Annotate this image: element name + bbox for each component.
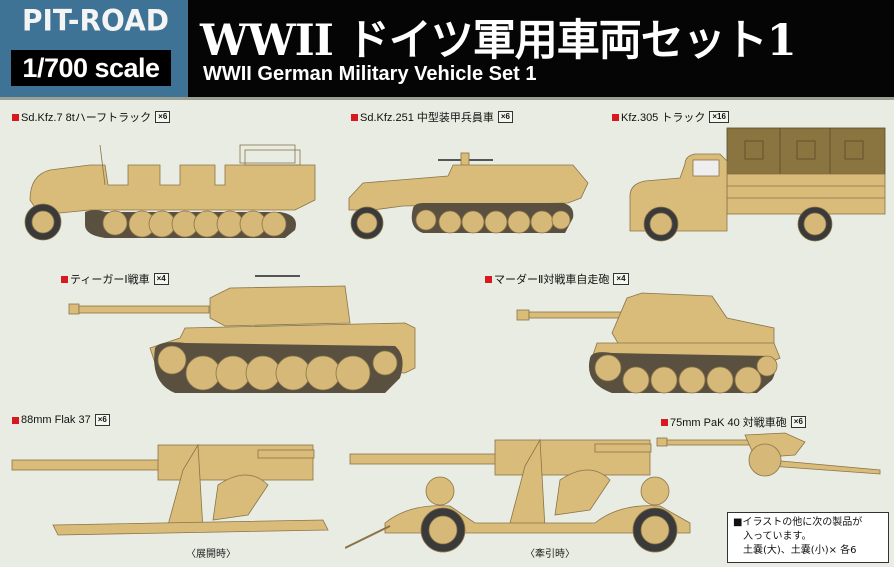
- caption-towed: 〈牽引時〉: [525, 549, 575, 560]
- marder-illustration: [516, 292, 781, 394]
- quantity-badge: ×16: [709, 111, 729, 123]
- brand-logo: PIT-ROAD: [21, 3, 170, 38]
- quantity-badge: ×4: [613, 273, 629, 285]
- vehicle-name: 88mm Flak 37: [21, 414, 91, 426]
- bullet-icon: [351, 113, 358, 121]
- flak37-deployed-illustration: [11, 443, 329, 536]
- quantity-badge: ×6: [94, 414, 110, 426]
- tiger-illustration: [68, 275, 416, 393]
- label-sdkfz251: Sd.Kfz.251 中型装甲兵員車 ×6: [351, 109, 513, 125]
- flak37-towed-illustration: [345, 438, 691, 553]
- bullet-icon: [12, 416, 19, 424]
- vehicle-name: マーダーⅡ対戦車自走砲: [494, 274, 610, 286]
- bullet-icon: [612, 113, 619, 121]
- label-marder: マーダーⅡ対戦車自走砲 ×4: [485, 271, 629, 287]
- label-pak40: 75mm PaK 40 対戦車砲 ×6: [661, 414, 806, 430]
- quantity-badge: ×6: [790, 416, 806, 428]
- vehicle-name: ティーガーⅠ戦車: [70, 274, 150, 286]
- caption-deployed: 〈展開時〉: [186, 549, 236, 560]
- title-english: WWII German Military Vehicle Set 1: [203, 63, 537, 85]
- sdkfz251-illustration: [348, 152, 589, 240]
- vehicle-name: Sd.Kfz.251 中型装甲兵員車: [360, 112, 494, 124]
- quantity-badge: ×6: [155, 111, 171, 123]
- title-japanese: WWII ドイツ軍用車両セット1: [200, 16, 797, 66]
- included-items-note: ■イラストの他に次の製品が 入っています。 土嚢(大)、土嚢(小)× 各6: [727, 512, 889, 563]
- label-flak37: 88mm Flak 37 ×6: [12, 414, 110, 426]
- vehicle-name: 75mm PaK 40 対戦車砲: [670, 417, 787, 429]
- bullet-icon: [61, 275, 68, 283]
- header-divider: [0, 97, 894, 100]
- bullet-icon: [12, 113, 19, 121]
- quantity-badge: ×6: [497, 111, 513, 123]
- label-tiger: ティーガーⅠ戦車 ×4: [61, 271, 169, 287]
- scale-badge: 1/700 scale: [11, 50, 171, 86]
- vehicle-name: Kfz.305 トラック: [621, 112, 706, 124]
- vehicle-name: Sd.Kfz.7 8tハーフトラック: [21, 112, 152, 124]
- note-line-3: 土嚢(大)、土嚢(小)× 各6: [743, 545, 857, 556]
- bullet-icon: [485, 275, 492, 283]
- kfz305-illustration: [629, 127, 886, 242]
- note-line-2: 入っています。: [743, 531, 812, 542]
- brand-panel: PIT-ROAD 1/700 scale: [0, 0, 188, 97]
- label-sdkfz7: Sd.Kfz.7 8tハーフトラック ×6: [12, 109, 171, 125]
- sdkfz7-illustration: [24, 144, 316, 241]
- bullet-icon: [661, 418, 668, 426]
- pak40-illustration: [656, 432, 881, 477]
- note-line-1: ■イラストの他に次の製品が: [733, 517, 863, 528]
- label-kfz305: Kfz.305 トラック ×16: [612, 109, 729, 125]
- quantity-badge: ×4: [153, 273, 169, 285]
